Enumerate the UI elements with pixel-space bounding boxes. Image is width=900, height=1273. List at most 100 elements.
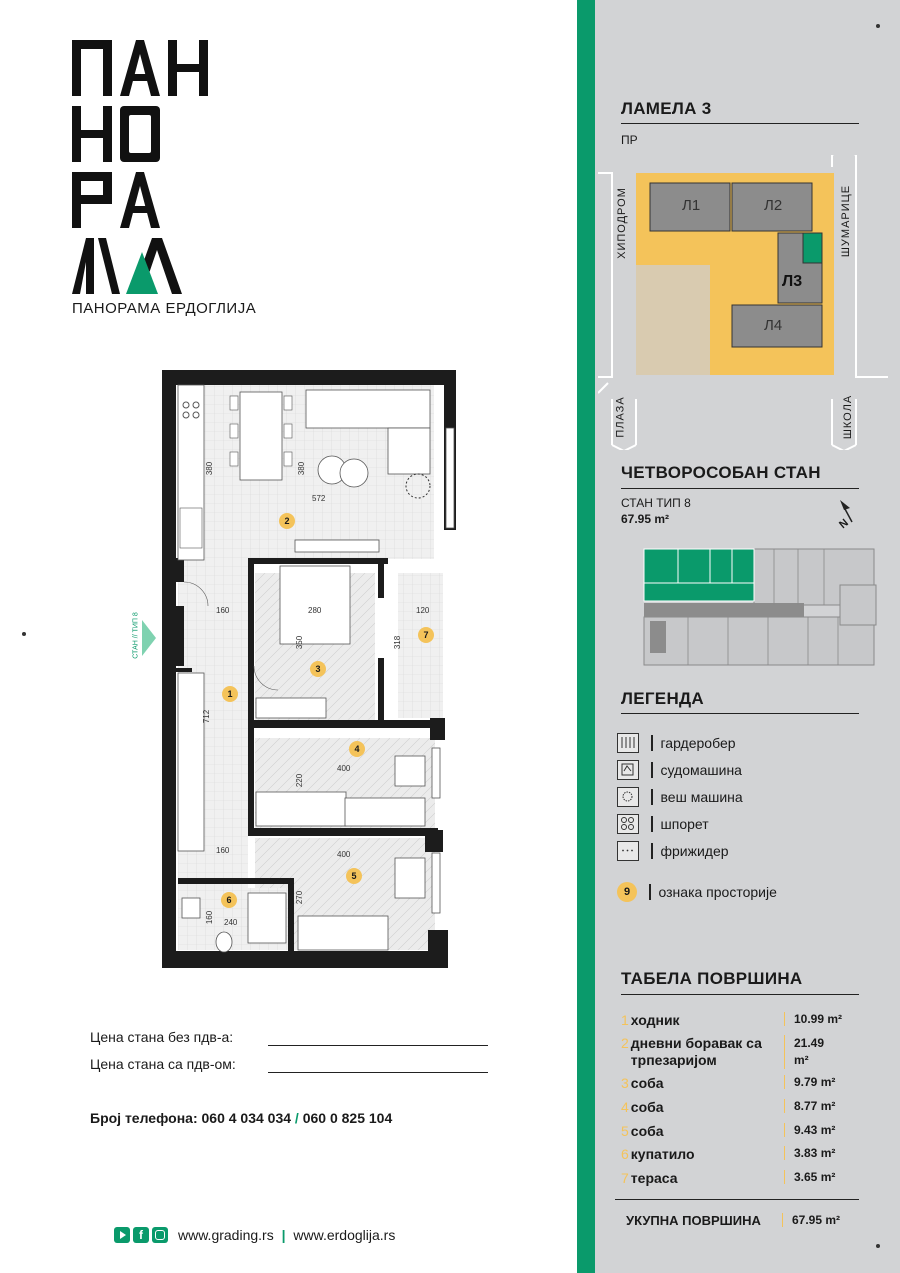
- area-table-title: ТАБЕЛА ПОВРШИНА: [621, 969, 803, 988]
- room-marker-4: 4: [349, 741, 365, 757]
- divider: [615, 1199, 859, 1200]
- phone-label: Број телефона:: [90, 1110, 198, 1126]
- price-with-vat-field[interactable]: [268, 1072, 488, 1073]
- floor-plan: 380 380 572 160 280 120 350 318 712 400 …: [160, 368, 460, 970]
- street-label-plaza: ПЛАЗА: [614, 396, 627, 438]
- youtube-icon[interactable]: [114, 1227, 130, 1243]
- dim-label: 572: [312, 494, 326, 503]
- room-marker-6: 6: [221, 892, 237, 908]
- entrance-arrow: [142, 620, 156, 656]
- dim-label: 318: [393, 635, 403, 650]
- room-marker-3: 3: [310, 661, 326, 677]
- registration-dot: [22, 632, 26, 636]
- dim-label: 400: [337, 764, 351, 773]
- area-name: купатило: [630, 1146, 695, 1162]
- legend-separator: [651, 734, 653, 751]
- area-number: 3: [621, 1075, 629, 1091]
- registration-dot: [876, 1244, 880, 1248]
- area-number: 6: [621, 1146, 629, 1162]
- website-separator: |: [281, 1227, 286, 1243]
- washing-machine-icon: [617, 786, 639, 807]
- website-link-erdoglija[interactable]: www.erdoglija.rs: [293, 1227, 396, 1243]
- legend-separator: [651, 761, 653, 778]
- room-marker-2: 2: [279, 513, 295, 529]
- phone-number-2[interactable]: 060 0 825 104: [302, 1110, 393, 1126]
- legend-label: фрижидер: [660, 842, 729, 859]
- registration-dot: [876, 24, 880, 28]
- phone-separator: /: [294, 1110, 299, 1126]
- legend-room-marker-label: ознака просторије: [658, 884, 777, 900]
- website-link-grading[interactable]: www.grading.rs: [178, 1227, 274, 1243]
- area-name: тераса: [630, 1170, 678, 1186]
- dim-label: 120: [416, 606, 430, 615]
- block-label-l3: Л3: [782, 273, 803, 290]
- block-label-l1: Л1: [682, 197, 701, 214]
- floor-plan-drawing: [162, 370, 456, 968]
- accent-strip: [577, 0, 595, 1273]
- area-number: 5: [621, 1123, 629, 1139]
- apartment-type: СТАН ТИП 8: [621, 496, 691, 510]
- area-value: 3.65 m²: [784, 1170, 835, 1184]
- block-label-l4: Л4: [764, 317, 783, 334]
- fridge-icon: [617, 840, 639, 861]
- website-row: www.grading.rs | www.erdoglija.rs: [178, 1227, 395, 1243]
- area-value: 21.49 m²: [784, 1035, 824, 1069]
- area-name: соба: [630, 1075, 664, 1091]
- legend-room-marker: 9 ознака просторије: [617, 882, 777, 902]
- legend-label: судомашина: [660, 761, 742, 778]
- lamella-title: ЛАМЕЛА 3: [621, 99, 712, 118]
- room-marker-sample: 9: [617, 882, 637, 902]
- legend-item: фрижидер: [617, 837, 743, 864]
- price-with-vat-label: Цена стана са пдв-ом:: [90, 1056, 236, 1072]
- divider: [621, 123, 859, 124]
- total-area-label: УКУПНА ПОВРШИНА: [626, 1213, 761, 1228]
- logo: [72, 40, 212, 296]
- stove-icon: [617, 813, 639, 834]
- dim-label: 380: [297, 461, 307, 476]
- dim-label: 350: [295, 635, 305, 650]
- legend-separator: [651, 788, 653, 805]
- dim-label: 270: [295, 890, 305, 905]
- area-value: 9.43 m²: [784, 1123, 835, 1137]
- phone-row: Број телефона: 060 4 034 034 / 060 0 825…: [90, 1110, 392, 1126]
- area-name: соба: [630, 1123, 664, 1139]
- site-plan-drawing: [597, 147, 888, 453]
- room-marker-5: 5: [346, 868, 362, 884]
- wardrobe-icon: [617, 732, 639, 753]
- social-row: f: [114, 1227, 168, 1243]
- dim-label: 240: [224, 918, 238, 927]
- price-without-vat-label: Цена стана без пдв-а:: [90, 1029, 234, 1045]
- room-marker-1: 1: [222, 686, 238, 702]
- apartment-area: 67.95 m²: [621, 512, 670, 526]
- dim-label: 400: [337, 850, 351, 859]
- area-number: 7: [621, 1170, 629, 1186]
- area-number: 2: [621, 1035, 629, 1051]
- divider: [621, 994, 859, 995]
- site-plan: Л1 Л2 Л3 Л4 ХИПОДРОМ ШУМАРИЦЕ ПЛАЗА ШКОЛ…: [597, 147, 888, 453]
- street-label-skola: ШКОЛА: [842, 394, 855, 440]
- instagram-icon[interactable]: [152, 1227, 168, 1243]
- street-label-hipodrom: ХИПОДРОМ: [615, 187, 628, 259]
- legend-label: шпорет: [660, 815, 709, 832]
- phone-number-1[interactable]: 060 4 034 034: [201, 1110, 292, 1126]
- panorama-logo-graphic: [72, 40, 208, 294]
- legend-list: гардеробер судомашина веш машина шпорет …: [617, 729, 743, 864]
- area-value: 3.83 m²: [784, 1146, 835, 1160]
- area-value: 8.77 m²: [784, 1099, 835, 1113]
- price-with-vat-row: Цена стана са пдв-ом:: [90, 1056, 490, 1073]
- facebook-icon[interactable]: f: [133, 1227, 149, 1243]
- apartment-title: ЧЕТВОРОСОБАН СТАН: [621, 463, 821, 482]
- legend-item: судомашина: [617, 756, 743, 783]
- street-label-sumarice: ШУМАРИЦЕ: [840, 184, 853, 258]
- area-value: 10.99 m²: [784, 1012, 842, 1026]
- entrance-label: СТАН // ТИП 8: [132, 612, 140, 659]
- brand-subtitle: ПАНОРАМА ЕРДОГЛИЈА: [72, 300, 257, 317]
- price-without-vat-field[interactable]: [268, 1045, 488, 1046]
- key-plan-drawing: [628, 545, 880, 670]
- area-name: дневни боравак са трпезаријом: [630, 1035, 762, 1068]
- total-area-value: 67.95 m²: [782, 1213, 840, 1227]
- dim-label: 160: [216, 606, 230, 615]
